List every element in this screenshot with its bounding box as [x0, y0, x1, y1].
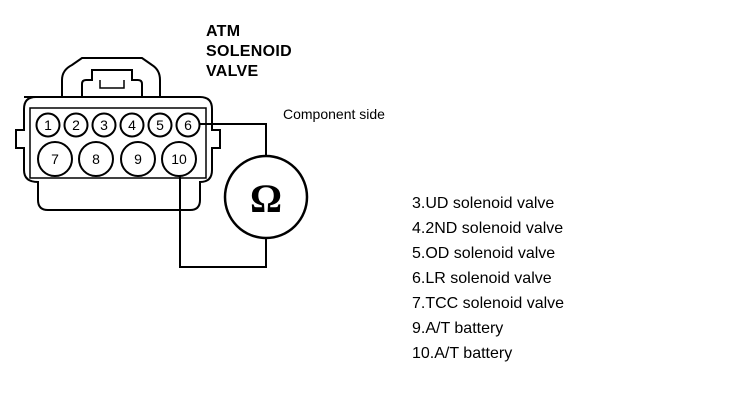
title-line-1: ATM: [206, 23, 241, 40]
title-line-3: VALVE: [206, 63, 259, 80]
ohmmeter-icon: Ω: [223, 154, 309, 240]
pin-row-top: 1 2 3 4 5 6: [35, 112, 201, 138]
pin-9: 9: [120, 141, 156, 177]
connector-title: ATM SOLENOID VALVE: [206, 22, 292, 82]
svg-text:8: 8: [92, 151, 100, 167]
title-line-2: SOLENOID: [206, 43, 292, 60]
pin-1: 1: [35, 112, 61, 138]
legend-item: 3.UD solenoid valve: [412, 195, 555, 212]
wire-pin-6: [191, 123, 267, 156]
svg-text:10: 10: [171, 151, 187, 167]
svg-text:9: 9: [134, 151, 142, 167]
legend-item: 7.TCC solenoid valve: [412, 295, 565, 312]
svg-text:7: 7: [51, 151, 59, 167]
pin-2: 2: [63, 112, 89, 138]
component-side-label: Component side: [283, 106, 385, 122]
pin-7: 7: [37, 141, 73, 177]
wire-pin-10: [179, 163, 267, 268]
svg-text:4: 4: [128, 117, 136, 133]
ohm-symbol: Ω: [250, 176, 282, 221]
svg-text:6: 6: [184, 117, 192, 133]
legend-item: 6.LR solenoid valve: [412, 270, 552, 287]
legend-item: 10.A/T battery: [412, 345, 513, 362]
svg-text:1: 1: [44, 117, 52, 133]
svg-text:5: 5: [156, 117, 164, 133]
pin-row-bottom: 7 8 9 10: [37, 141, 197, 177]
svg-text:3: 3: [100, 117, 108, 133]
pin-10: 10: [161, 141, 197, 177]
pin-3: 3: [91, 112, 117, 138]
pin-6: 6: [175, 112, 201, 138]
legend-item: 9.A/T battery: [412, 320, 504, 337]
connector-housing: [15, 57, 221, 211]
pin-5: 5: [147, 112, 173, 138]
pin-legend: 3.UD solenoid valve 4.2ND solenoid valve…: [412, 191, 564, 366]
pin-8: 8: [78, 141, 114, 177]
legend-item: 4.2ND solenoid valve: [412, 220, 564, 237]
tester-wiring: [179, 123, 267, 268]
pin-4: 4: [119, 112, 145, 138]
svg-text:2: 2: [72, 117, 80, 133]
legend-item: 5.OD solenoid valve: [412, 245, 556, 262]
